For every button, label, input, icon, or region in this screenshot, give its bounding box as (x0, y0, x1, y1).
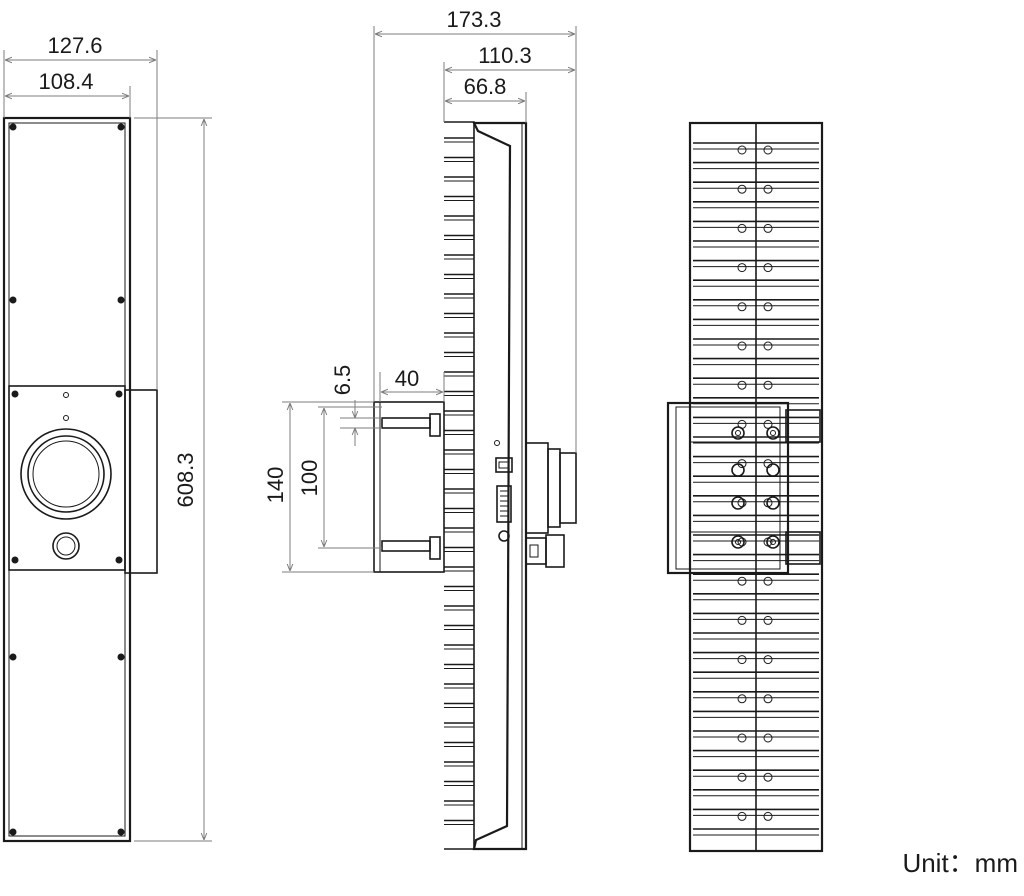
dim-front-body-width: 108.4 (38, 69, 93, 94)
front-mount-plate (8, 385, 126, 571)
side-mount-bracket (373, 401, 445, 573)
side-led (494, 440, 500, 446)
back-view (666, 121, 824, 853)
side-heatsink-fins (444, 137, 474, 825)
dim-side-depth-body: 66.8 (464, 74, 507, 99)
front-view (2, 116, 158, 843)
front-indicator (63, 415, 69, 421)
front-screws (9, 123, 125, 836)
side-housing (472, 121, 528, 851)
unit-label: Unit：mm (902, 848, 1018, 878)
dim-bracket-hole-spacing: 100 (297, 460, 322, 497)
dim-side-total-depth: 173.3 (446, 7, 501, 32)
front-inner-panel (8, 122, 126, 837)
back-mount-bracket (666, 401, 821, 575)
front-dimensions (3, 50, 212, 842)
front-outer-frame (2, 116, 132, 843)
front-side-bracket (124, 389, 158, 574)
dim-bracket-height: 140 (263, 467, 288, 504)
dim-side-depth-mid: 110.3 (478, 43, 531, 68)
side-cable-connector (525, 534, 565, 568)
back-bracket-holes (731, 426, 780, 549)
side-power-port (498, 530, 510, 542)
side-dimensions (282, 26, 577, 573)
dim-bracket-depth: 40 (395, 366, 419, 391)
dim-front-total-width: 127.6 (47, 33, 102, 58)
side-rj45-port (495, 457, 513, 473)
front-lens (20, 428, 112, 520)
side-dip-switch (496, 485, 512, 523)
side-lens-barrel (525, 442, 577, 534)
front-indicator (63, 392, 69, 398)
dim-height: 608.3 (173, 452, 198, 507)
side-view (373, 121, 577, 851)
dim-bracket-offset: 6.5 (330, 365, 355, 396)
back-heatsink-fins (693, 142, 819, 836)
side-fin-base (444, 121, 475, 850)
front-small-port (52, 532, 80, 560)
